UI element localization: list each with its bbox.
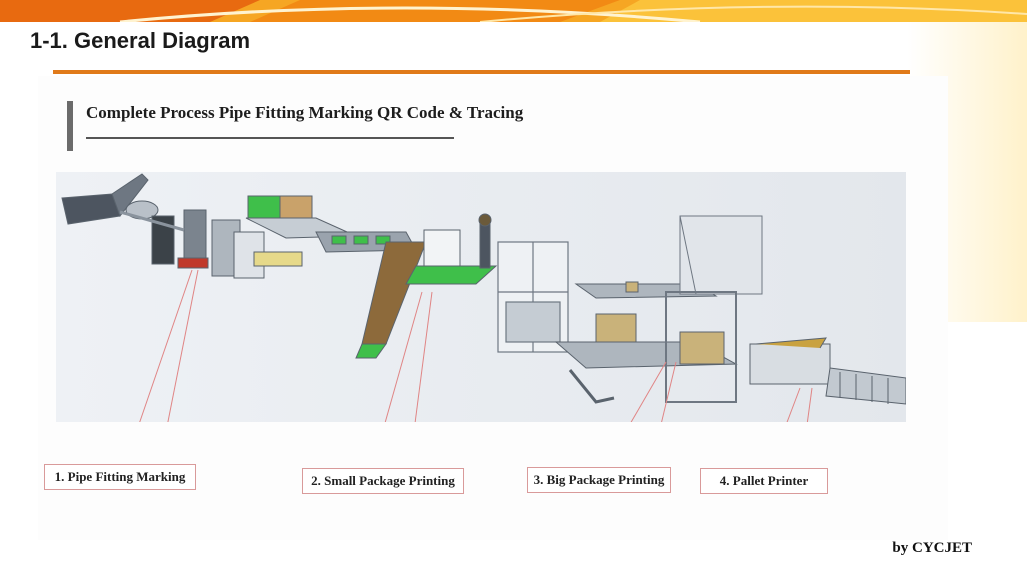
panel-title-underline (86, 137, 454, 139)
callout-small-package-printing: 2. Small Package Printing (302, 468, 464, 494)
small-package-printing-station (355, 213, 498, 359)
pipe-fitting-marking-station (61, 173, 265, 279)
big-package-printing-station (554, 215, 763, 404)
callout-big-package-printing: 3. Big Package Printing (527, 467, 671, 493)
top-decorative-band (0, 0, 1027, 22)
credit-text: by CYCJET (892, 540, 972, 556)
panel-title: Complete Process Pipe Fitting Marking QR… (86, 103, 524, 122)
production-line-illustration (56, 172, 906, 422)
enclosure-machine (497, 241, 569, 353)
callout-pointer-lines (139, 269, 813, 422)
title-underline (53, 70, 910, 74)
pallet-printer-station (749, 337, 906, 405)
callout-pallet-printer: 4. Pallet Printer (700, 468, 828, 494)
callout-pipe-fitting-marking: 1. Pipe Fitting Marking (44, 464, 196, 490)
panel-title-accent-bar (67, 101, 73, 151)
slide-title: 1-1. General Diagram (30, 28, 251, 53)
